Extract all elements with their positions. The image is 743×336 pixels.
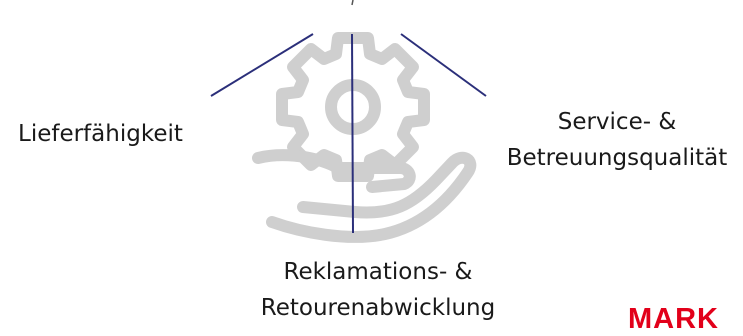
connector-line-center bbox=[351, 33, 354, 234]
gear-in-hand-icon bbox=[252, 32, 477, 243]
label-right-line2: Betreuungsqualität bbox=[506, 145, 728, 171]
label-service-betreuung: Service- & Betreuungsqualität bbox=[492, 104, 742, 176]
connector-lines bbox=[210, 33, 487, 234]
connector-line-left bbox=[210, 33, 314, 97]
label-reklamation-retoure: Reklamations- & Retourenabwicklung bbox=[238, 254, 518, 326]
gear-icon bbox=[276, 32, 430, 182]
connector-line-right bbox=[400, 33, 487, 97]
diagram-canvas bbox=[210, 0, 487, 243]
label-lieferfaehigkeit: Lieferfähigkeit bbox=[18, 116, 183, 152]
label-bottom-line2: Retourenabwicklung bbox=[260, 295, 496, 321]
label-bottom-line1: Reklamations- & bbox=[283, 259, 473, 285]
label-right-line1: Service- & bbox=[557, 109, 677, 135]
top-stub-line bbox=[351, 0, 354, 6]
brand-logo-text: MARK bbox=[628, 303, 719, 335]
label-left-text: Lieferfähigkeit bbox=[18, 121, 183, 147]
hand-icon bbox=[252, 149, 477, 243]
